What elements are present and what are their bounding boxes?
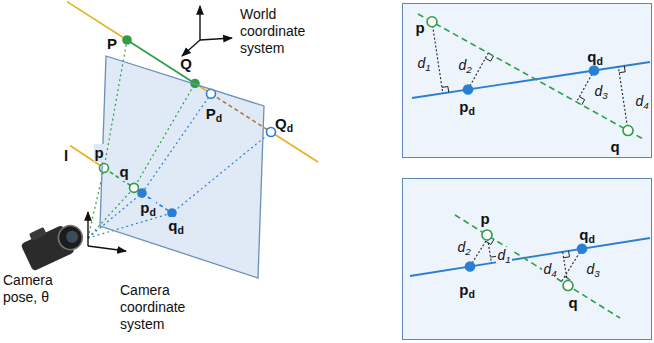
camera <box>18 214 88 272</box>
projected-point <box>464 85 473 94</box>
right-angle-mark <box>486 239 494 244</box>
line-label: l <box>64 147 68 164</box>
point-label: p <box>480 210 489 227</box>
point-label: pd <box>459 281 475 298</box>
right-angle-mark <box>564 251 570 258</box>
image-point <box>138 189 146 197</box>
distance-line <box>470 236 489 266</box>
distance-label: d2 <box>456 239 471 255</box>
distance-label: d3 <box>593 83 608 99</box>
distance-label: d4 <box>634 93 649 109</box>
distance-panel: p d2 d1 pd qd d4 d3 q <box>402 178 652 340</box>
observed-point <box>563 281 573 291</box>
projection-ray <box>88 40 127 238</box>
world-point <box>267 128 276 137</box>
image-plane-fill <box>100 56 264 278</box>
axis-caption: World coordinate system <box>240 6 322 56</box>
distance-label: d2 <box>457 57 472 73</box>
camera-caption: Camera pose, θ <box>3 272 65 306</box>
right-angle-mark <box>579 97 584 105</box>
point-label: pd <box>459 98 475 115</box>
point-label: p <box>415 19 424 36</box>
point-label: Q <box>180 55 192 72</box>
camera-axis <box>88 246 126 251</box>
distance-line <box>562 249 582 282</box>
right-angle-mark <box>619 66 625 73</box>
image-point <box>100 164 109 173</box>
point-label: p <box>94 144 103 161</box>
point-label: P <box>107 35 117 52</box>
world-axis <box>182 40 200 56</box>
point-label: qd <box>168 217 184 234</box>
projection-ray <box>88 132 271 238</box>
point-label: pd <box>140 199 156 216</box>
projected-point <box>578 244 587 253</box>
world-line <box>127 40 195 83</box>
point-label: Qd <box>275 115 293 132</box>
image-point <box>130 183 139 192</box>
observed-point <box>623 126 633 136</box>
distance-label: d4 <box>542 261 557 277</box>
axis-caption: Camera coordinate system <box>120 282 206 332</box>
distance-panel: p d1 d2 pd qd d3 d4 q <box>402 3 652 158</box>
image-plane: pq pdqd <box>96 52 268 284</box>
distance-label: d1 <box>416 55 431 71</box>
projection-ray <box>88 94 211 238</box>
camera-axis <box>87 212 88 246</box>
point-label: q <box>610 138 619 155</box>
projected-point <box>466 262 475 271</box>
point-label: qd <box>579 226 595 243</box>
distance-label: d3 <box>585 261 600 277</box>
point-label: Pd <box>206 105 222 122</box>
observed-line <box>418 14 645 140</box>
world-axis <box>200 38 232 40</box>
right-angle-mark <box>442 87 449 93</box>
projected-line <box>410 238 650 276</box>
right-angle-mark <box>565 276 570 284</box>
distance-line <box>563 252 568 286</box>
right-angle-mark <box>485 56 493 61</box>
panel-fill <box>402 3 652 158</box>
world-axis <box>199 6 200 40</box>
distance-label: d1 <box>496 247 511 263</box>
point-label: q <box>568 294 577 311</box>
distance-line <box>577 70 594 102</box>
point-label: qd <box>587 48 603 65</box>
image-line <box>134 188 142 193</box>
observed-point <box>427 17 437 27</box>
distance-line <box>618 67 628 131</box>
distance-line <box>487 235 491 263</box>
world-line <box>211 94 271 132</box>
observed-point <box>482 230 492 240</box>
projected-line <box>412 62 650 98</box>
world-point <box>123 36 131 44</box>
world-line <box>67 2 127 40</box>
distance-line <box>432 22 443 94</box>
point-label: q <box>119 163 128 180</box>
panel-fill <box>402 178 652 340</box>
observed-line <box>455 215 620 318</box>
image-point <box>168 209 176 217</box>
world-line <box>271 132 318 162</box>
